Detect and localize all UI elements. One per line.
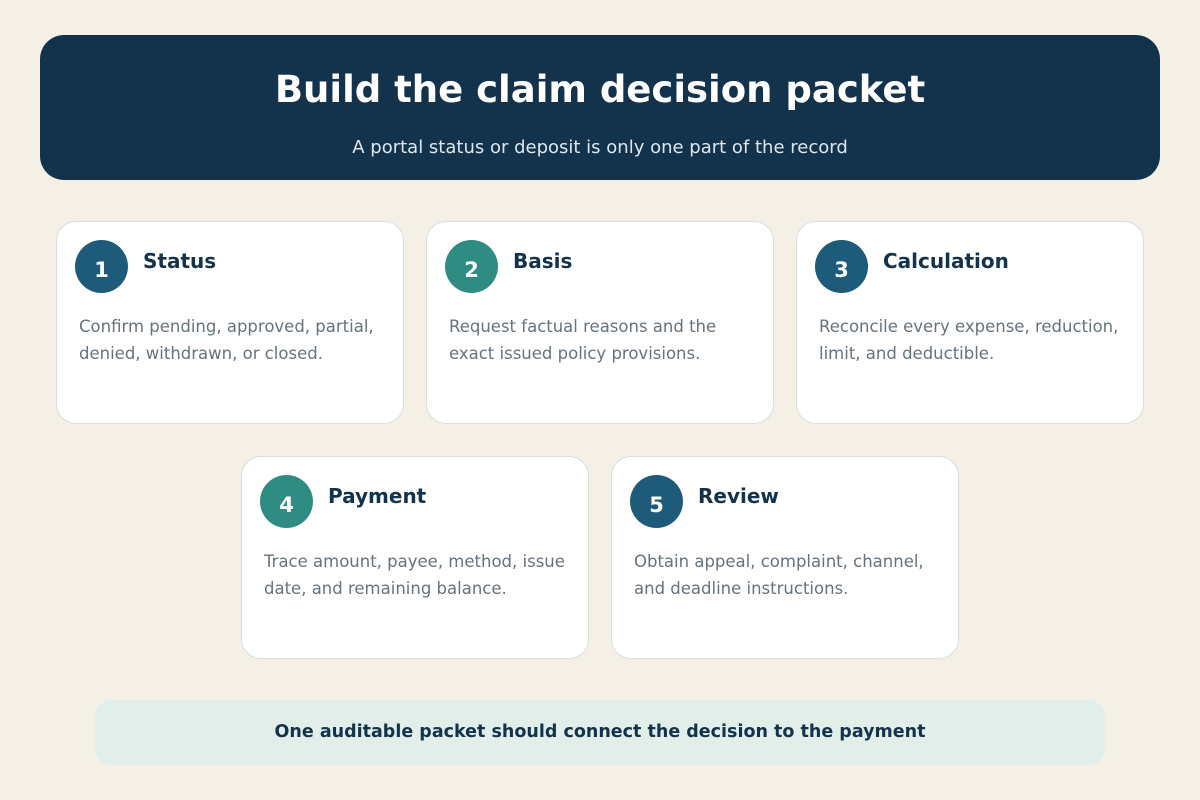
header-banner: Build the claim decision packet A portal… (40, 35, 1160, 180)
step-description: Request factual reasons and the exact is… (449, 317, 717, 363)
step-title: Calculation (883, 249, 1009, 273)
step-description: Trace amount, payee, method, issue date,… (264, 552, 565, 598)
step-title: Status (143, 249, 217, 273)
summary-callout: One auditable packet should connect the … (95, 700, 1105, 765)
step-card-status: 1 Status Confirm pending, approved, part… (56, 221, 404, 424)
step-description: Reconcile every expense, reduction, limi… (819, 317, 1119, 363)
step-number-badge: 2 (445, 240, 498, 293)
summary-text: One auditable packet should connect the … (274, 722, 926, 742)
step-card-review: 5 Review Obtain appeal, complaint, chann… (611, 456, 959, 659)
step-card-basis: 2 Basis Request factual reasons and the … (426, 221, 774, 424)
step-title: Payment (328, 484, 427, 508)
step-title: Basis (513, 249, 573, 273)
step-number-badge: 4 (260, 475, 313, 528)
step-card-calculation: 3 Calculation Reconcile every expense, r… (796, 221, 1144, 424)
step-number-badge: 1 (75, 240, 128, 293)
page-title: Build the claim decision packet (274, 68, 926, 111)
page-subtitle: A portal status or deposit is only one p… (352, 137, 848, 158)
step-card-payment: 4 Payment Trace amount, payee, method, i… (241, 456, 589, 659)
step-number-badge: 5 (630, 475, 683, 528)
step-title: Review (698, 484, 779, 508)
step-number-badge: 3 (815, 240, 868, 293)
step-description: Obtain appeal, complaint, channel, and d… (634, 552, 924, 598)
step-description: Confirm pending, approved, partial, deni… (79, 317, 374, 363)
